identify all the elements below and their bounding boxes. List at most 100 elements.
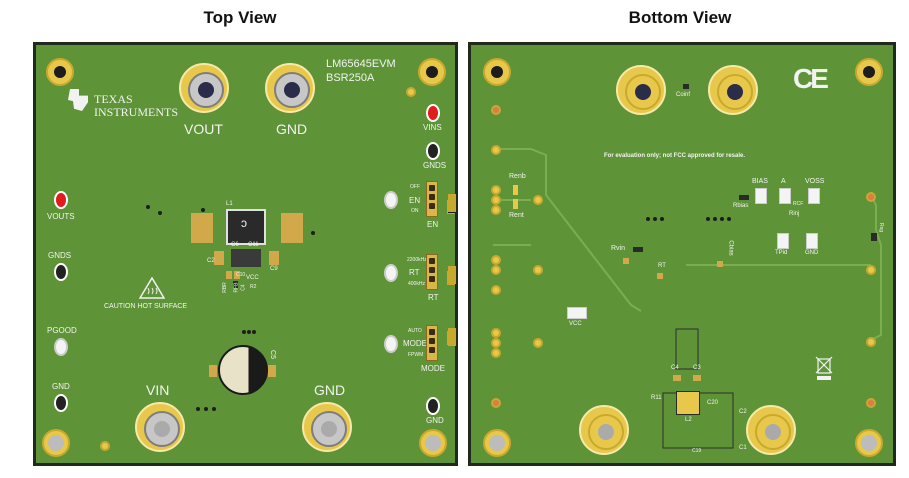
cap-c5: [218, 345, 268, 395]
via: [646, 217, 650, 221]
c4-label: C4: [671, 365, 679, 371]
bottom-mount-br: [855, 429, 883, 457]
gnd-right-testpoint[interactable]: [426, 397, 440, 415]
fcc-note: For evaluation only; not FCC approved fo…: [604, 153, 746, 159]
gnd-bottom-terminal[interactable]: [302, 402, 352, 452]
en-off-label: OFF: [410, 184, 420, 190]
via: [204, 407, 208, 411]
bias-label: BIAS: [752, 178, 768, 185]
rt-header[interactable]: [426, 254, 438, 290]
c10-label: C10: [236, 272, 246, 278]
board-name-2: BSR250A: [326, 72, 375, 84]
vout-label: VOUT: [184, 121, 223, 137]
gnds-left-testpoint[interactable]: [54, 263, 68, 281]
tpid-label: TPid: [775, 250, 788, 256]
mount-hole-tr: [418, 58, 446, 86]
mode-testpoint[interactable]: [384, 335, 398, 353]
c5-label: C5: [268, 350, 276, 359]
rent-part: [513, 199, 518, 209]
top-board-edge-tab: [448, 194, 456, 212]
vcc-testpoint: [567, 307, 587, 319]
coinf-part: [683, 84, 689, 89]
bottom-pad: [533, 195, 543, 205]
ic-package: [231, 249, 261, 267]
coinf-label: Coinf: [676, 92, 691, 98]
rbias-label: Rbias: [733, 203, 749, 209]
inductor-pad-left: [191, 213, 213, 243]
top-view-title: Top View: [203, 8, 277, 27]
rent-label: Rent: [509, 212, 524, 219]
vins-testpoint[interactable]: [426, 104, 440, 122]
inductor-marking: ɔ: [241, 216, 247, 230]
gnd-testpoint: [806, 233, 818, 249]
board-name-1: LM65645EVM: [326, 58, 396, 70]
bottom-gnd2-terminal: [746, 405, 796, 455]
bottom-vout-terminal: [616, 65, 666, 115]
mount-hole-br: [419, 429, 447, 457]
cap-c2: [214, 251, 224, 265]
en-header[interactable]: [426, 181, 438, 217]
bottom-pad: [491, 398, 501, 408]
bottom-pad: [491, 195, 501, 205]
rt-high-label: 2200kHz: [407, 257, 427, 263]
cbias-label: Cbias: [727, 240, 734, 256]
bottom-pad: [491, 185, 501, 195]
bottom-pad: [866, 265, 876, 275]
c20-label: C20: [707, 400, 719, 406]
gnd-label: GND: [805, 250, 819, 256]
via: [720, 217, 724, 221]
l2-label: L2: [685, 417, 692, 423]
mode-bottom-label: MODE: [421, 364, 445, 373]
gnds-right-testpoint[interactable]: [426, 142, 440, 160]
rt-bottom-label: RT: [428, 293, 439, 302]
vouts-testpoint[interactable]: [54, 191, 68, 209]
via: [252, 330, 256, 334]
via: [713, 217, 717, 221]
gnd-left-testpoint[interactable]: [54, 394, 68, 412]
gnds-right-label: GNDS: [423, 161, 447, 170]
top-board-edge-tab: [448, 328, 456, 346]
bottom-gnd-terminal: [708, 65, 758, 115]
c11-label: C11: [248, 242, 259, 248]
renb-part: [513, 185, 518, 195]
vins-label: VINS: [423, 123, 442, 132]
gnd-right-label: GND: [426, 416, 444, 425]
en-on-label: ON: [411, 208, 419, 214]
vouts-label: VOUTS: [47, 212, 75, 221]
mode-fpwm-label: FPWM: [408, 352, 424, 358]
vin-terminal[interactable]: [135, 402, 185, 452]
bottom-pad: [491, 105, 501, 115]
r11-part: [676, 391, 700, 415]
rsg-part: [871, 233, 877, 241]
rinj-label: Rinj: [789, 211, 800, 217]
en-bottom-label: EN: [427, 220, 439, 229]
c5-pad-right: [268, 365, 276, 377]
smd-cluster-3: [233, 281, 238, 288]
gnd-top-label: GND: [276, 121, 308, 137]
pgood-testpoint[interactable]: [54, 338, 68, 356]
caution-hot-surface-icon: [139, 277, 165, 299]
pad-bottom: [100, 441, 110, 451]
rbias-part: [739, 195, 749, 200]
via: [212, 407, 216, 411]
vout-terminal[interactable]: [179, 63, 229, 113]
en-testpoint[interactable]: [384, 191, 398, 209]
top-board-edge-tab: [448, 266, 456, 284]
c2-label: C2: [739, 409, 747, 415]
weee-recycle-icon: [815, 356, 833, 380]
r2-label: R2: [250, 284, 257, 290]
smd-cluster-2: [234, 271, 240, 279]
bottom-mount-tl: [483, 58, 511, 86]
gnd-left-label: GND: [52, 382, 70, 391]
mode-header[interactable]: [426, 325, 438, 361]
gnd-top-terminal[interactable]: [265, 63, 315, 113]
bottom-view-title: Bottom View: [628, 8, 732, 27]
rt-testpoint[interactable]: [384, 264, 398, 282]
bottom-pad: [491, 255, 501, 265]
rt-label: RT: [409, 268, 420, 277]
l1-label: L1: [226, 201, 233, 207]
c4-part: [673, 375, 681, 381]
bottom-pad: [491, 348, 501, 358]
bottom-pad: [491, 205, 501, 215]
inductor-pad-right: [281, 213, 303, 243]
